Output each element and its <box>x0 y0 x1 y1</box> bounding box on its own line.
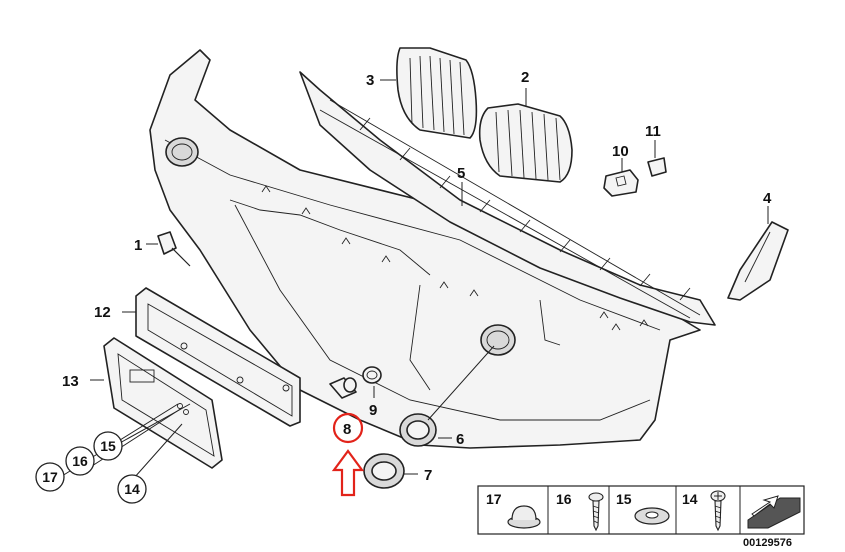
phillips-screw-icon <box>710 490 726 532</box>
bumper-cover <box>149 49 701 449</box>
lower-grid <box>299 71 716 326</box>
washer-icon <box>634 507 670 525</box>
highlight-arrow <box>331 449 365 497</box>
callout-17: 17 <box>42 469 58 485</box>
side-trim <box>727 221 789 301</box>
callout-8: 8 <box>343 421 351 438</box>
legend-label-14: 14 <box>682 491 698 507</box>
cap-11 <box>647 157 667 177</box>
callout-16: 16 <box>72 453 88 469</box>
callout-12: 12 <box>94 304 111 321</box>
circled-callouts: 15 16 17 14 <box>35 431 147 504</box>
highlight-circle-8 <box>332 412 364 444</box>
kidney-grille-left <box>396 47 478 139</box>
tow-hook-cover <box>157 231 191 267</box>
callout-14: 14 <box>124 481 140 497</box>
part-7-ring <box>363 453 405 489</box>
part-8-clip <box>329 377 357 399</box>
callout-13: 13 <box>62 373 79 390</box>
callout-2: 2 <box>521 69 529 86</box>
callout-11: 11 <box>645 123 661 140</box>
license-plate-holder-13 <box>103 337 223 469</box>
callout-5: 5 <box>457 165 465 182</box>
license-plate-base-12 <box>135 287 301 427</box>
legend-label-16: 16 <box>556 491 572 507</box>
bracket-10 <box>603 169 639 197</box>
legend-label-15: 15 <box>616 491 632 507</box>
callout-1: 1 <box>134 237 142 254</box>
diagram-code: 00129576 <box>743 537 792 549</box>
callout-7: 7 <box>424 467 432 484</box>
fastener-legend: 17 16 15 14 <box>477 485 805 535</box>
part-6-ring <box>399 413 437 447</box>
callout-4: 4 <box>763 190 772 207</box>
callout-6: 6 <box>456 431 464 448</box>
callout-10: 10 <box>612 143 629 160</box>
callout-9: 9 <box>369 402 377 419</box>
plug-icon <box>507 505 541 529</box>
kidney-grille-right <box>478 103 573 183</box>
callout-15: 15 <box>100 438 116 454</box>
legend-label-17: 17 <box>486 491 502 507</box>
part-9-ring <box>362 366 382 384</box>
screw-icon <box>588 492 604 532</box>
callout-3: 3 <box>366 72 374 89</box>
callout-labels: 1 2 3 4 5 6 7 8 9 10 11 12 13 <box>62 69 772 484</box>
direction-arrow-icon <box>747 495 801 529</box>
